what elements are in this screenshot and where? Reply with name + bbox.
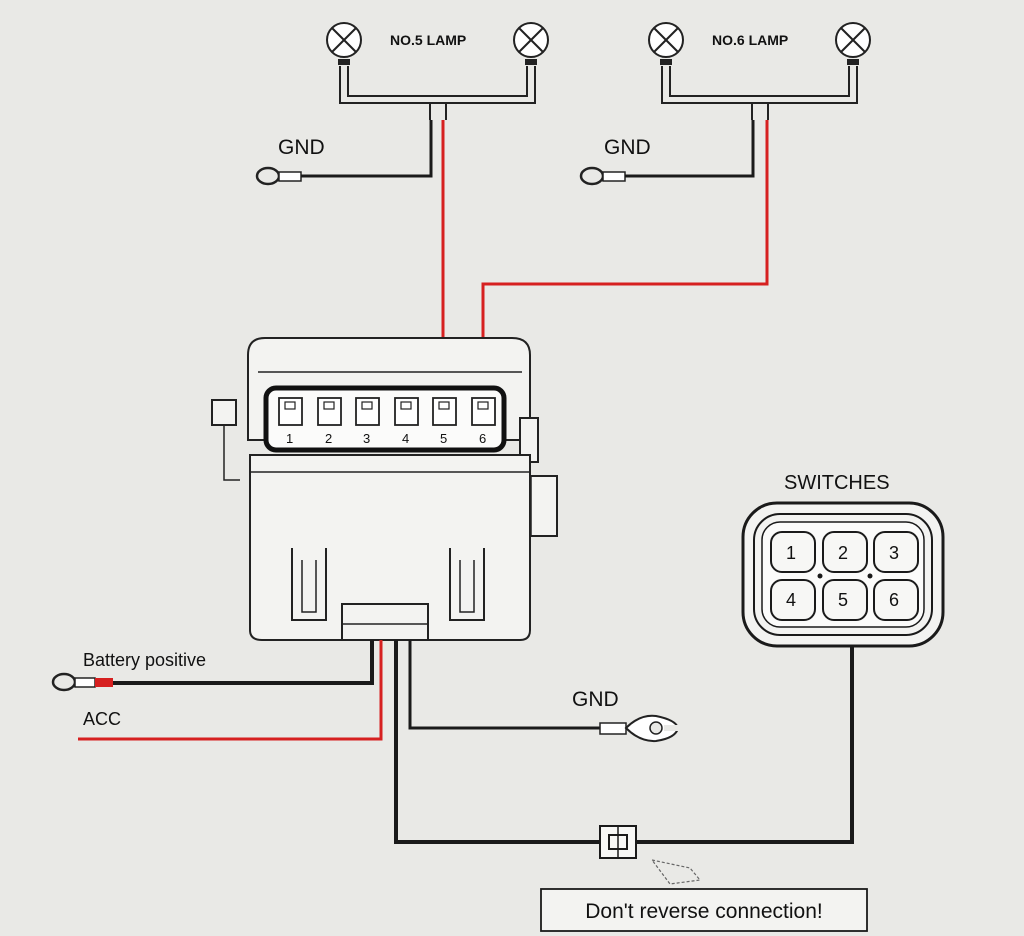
connector-pin <box>355 397 380 426</box>
gnd-label: GND <box>604 136 651 159</box>
svg-text:1: 1 <box>786 543 796 563</box>
gnd-terminal-bottom: GND <box>408 640 682 743</box>
gnd-terminal-right: GND <box>579 120 755 186</box>
warning-box: Don't reverse connection! <box>540 888 868 932</box>
lamp-icon <box>648 22 684 65</box>
connector-pin <box>471 397 496 426</box>
switch-panel: SWITCHES 1 2 3 4 5 6 <box>741 472 945 648</box>
gnd-terminal-left: GND <box>255 120 433 186</box>
switch-key[interactable]: 1 <box>770 531 816 573</box>
switch-key[interactable]: 3 <box>873 531 919 573</box>
pin-number: 1 <box>286 431 293 446</box>
gnd-label: GND <box>572 688 619 711</box>
connector-pin <box>432 397 457 426</box>
svg-text:6: 6 <box>889 590 899 610</box>
controller-pins: 1 2 3 4 5 6 <box>278 397 496 446</box>
pin-number: 2 <box>325 431 332 446</box>
switch-key[interactable]: 6 <box>873 579 919 621</box>
lamp-label-no6: NO.6 LAMP <box>712 32 788 48</box>
lamp-group-no6: NO.6 LAMP <box>648 22 871 120</box>
connector-pin <box>278 397 303 426</box>
connector-pin <box>317 397 342 426</box>
inline-connector-icon <box>599 825 637 859</box>
switch-key[interactable]: 4 <box>770 579 816 621</box>
svg-text:3: 3 <box>889 543 899 563</box>
acc-label: ACC <box>83 709 121 729</box>
switch-key[interactable]: 5 <box>822 579 868 621</box>
lamp-group-no5: NO.5 LAMP <box>326 22 549 120</box>
fork-terminal-icon <box>599 714 682 743</box>
ring-terminal-icon <box>579 166 626 186</box>
acc-wire: ACC <box>78 640 383 741</box>
lamp-label-no5: NO.5 LAMP <box>390 32 466 48</box>
ring-terminal-icon <box>255 166 302 186</box>
lamp-icon <box>326 22 362 65</box>
battery-positive-wire: Battery positive <box>51 640 374 692</box>
switches-title: SWITCHES <box>784 472 890 494</box>
pin-number: 6 <box>479 431 486 446</box>
lamp-icon <box>835 22 871 65</box>
svg-text:4: 4 <box>786 590 796 610</box>
pin-number: 5 <box>440 431 447 446</box>
controller-box <box>211 337 558 641</box>
switch-key[interactable]: 2 <box>822 531 868 573</box>
pin-number: 4 <box>402 431 409 446</box>
warning-text: Don't reverse connection! <box>585 900 822 923</box>
pin-number: 3 <box>363 431 370 446</box>
connector-pin <box>394 397 419 426</box>
switch-cable <box>394 640 854 885</box>
lamp-icon <box>513 22 549 65</box>
gnd-label: GND <box>278 136 325 159</box>
svg-text:2: 2 <box>838 543 848 563</box>
svg-text:5: 5 <box>838 590 848 610</box>
ring-terminal-icon <box>51 672 96 692</box>
battery-positive-label: Battery positive <box>83 650 206 670</box>
